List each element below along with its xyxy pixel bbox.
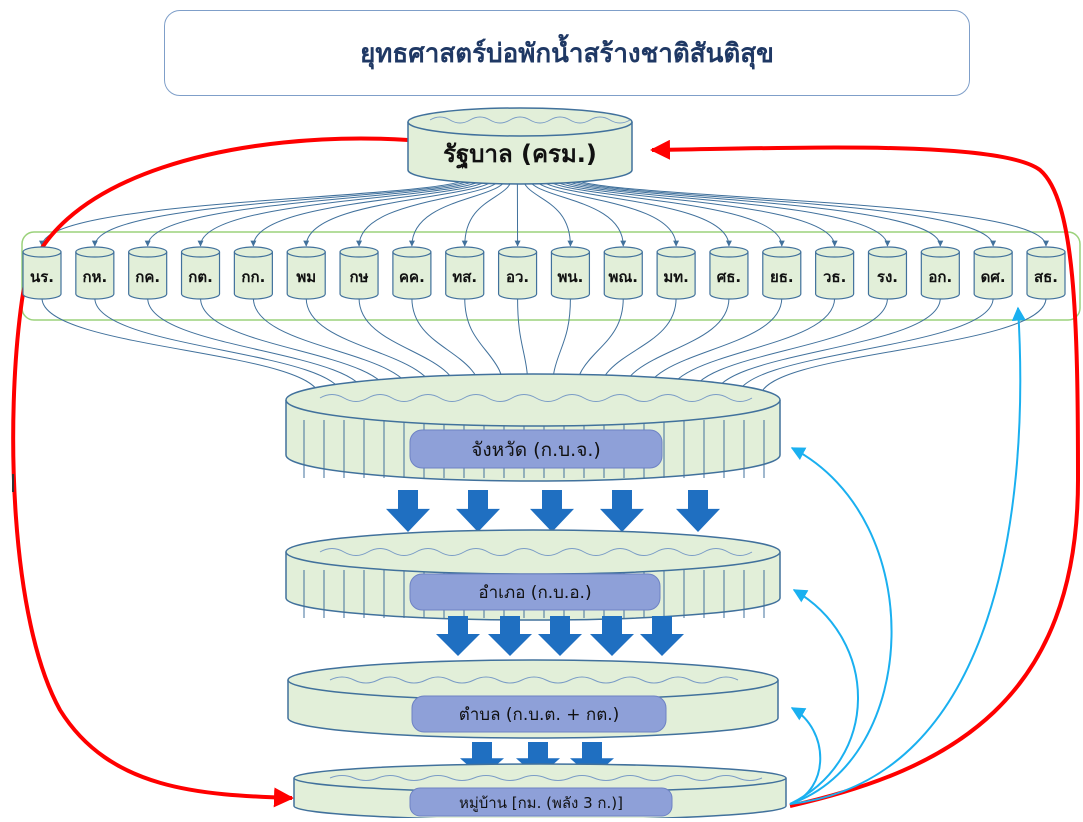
ministry-cylinder: ดศ.: [974, 247, 1012, 299]
gov-to-ministry-arrow: [42, 176, 470, 246]
village-tank: หมู่บ้าน [กม. (พลัง 3 ก.)]: [294, 764, 786, 818]
down-arrow: [488, 616, 532, 656]
ministry-cylinder: พน.: [551, 247, 589, 299]
ministry-to-province-arrow: [737, 298, 993, 398]
ministry-cylinder: ศธ.: [710, 247, 748, 299]
ministry-label: รง.: [877, 268, 898, 286]
ministry-label: ทส.: [452, 268, 477, 286]
down-arrow: [538, 616, 582, 656]
ministry-label: พม: [296, 268, 316, 286]
ministry-label: กก.: [241, 268, 265, 286]
ministry-cylinder: ทส.: [446, 247, 484, 299]
gov-to-ministry-arrows: [42, 176, 1046, 246]
ministry-cylinder: กห.: [76, 247, 114, 299]
ministry-to-province-arrow: [95, 298, 343, 398]
down-arrow: [640, 616, 684, 656]
ministry-label: ดศ.: [981, 268, 1006, 286]
gov-to-ministry-arrow: [412, 176, 507, 246]
ministry-cylinder: กต.: [182, 247, 220, 299]
gov-to-ministry-arrow: [538, 176, 729, 246]
district-label: อำเภอ (ก.บ.อ.): [478, 583, 591, 603]
down-arrow: [590, 616, 634, 656]
ministry-label: สธ.: [1034, 268, 1058, 286]
page-title: ยุทธศาสตร์บ่อพักน้ำสร้างชาติสันติสุข: [360, 33, 774, 74]
ministry-label: พน.: [557, 268, 583, 286]
ministries-row: นร. กห. กค. กต. กก. พม กษ คค. ทส. อว. พน. พณ. มท. ศธ.…: [23, 247, 1065, 299]
down-arrow: [600, 490, 644, 532]
ministry-cylinder: อก.: [921, 247, 959, 299]
government-tank: รัฐบาล (ครม.): [408, 108, 632, 184]
ministry-to-province-arrow: [42, 298, 320, 398]
province-tank: จังหวัด (ก.บ.จ.): [286, 374, 780, 481]
province-label: จังหวัด (ก.บ.จ.): [471, 439, 601, 461]
ministry-cylinder: กษ: [340, 247, 378, 299]
down-arrow: [386, 490, 430, 532]
ministry-cylinder: กค.: [129, 247, 167, 299]
ministry-label: กต.: [188, 268, 213, 286]
down-arrow: [436, 616, 480, 656]
ministry-cylinder: วธ.: [816, 247, 854, 299]
cyan-arrow-to-subdistrict: [790, 708, 820, 804]
ministry-to-province-arrow: [760, 298, 1046, 398]
ministry-cylinder: รง.: [868, 247, 906, 299]
ministry-label: กค.: [135, 268, 160, 286]
subdistrict-tank: ตำบล (ก.บ.ต. + กต.): [288, 660, 778, 738]
ministry-label: วธ.: [823, 268, 846, 286]
district-tank: อำเภอ (ก.บ.อ.): [286, 530, 780, 620]
ministry-cylinder: พม: [287, 247, 325, 299]
ministry-label: นร.: [30, 268, 54, 286]
cyan-arrow-to-province: [790, 448, 892, 804]
ministry-label: อว.: [506, 268, 529, 286]
ministry-label: คค.: [399, 268, 425, 286]
ministry-cylinder: ยธ.: [763, 247, 801, 299]
ministry-label: กห.: [83, 268, 108, 286]
cyan-arrow-to-ministries: [790, 308, 1020, 804]
ministry-to-province-arrow: [714, 298, 941, 398]
down-arrows-district-to-subdistrict: [436, 616, 684, 656]
cyan-arrow-to-district: [790, 590, 858, 804]
down-arrow: [530, 490, 574, 532]
down-arrows-province-to-district: [386, 490, 720, 532]
down-arrow: [676, 490, 720, 532]
ministry-label: ยธ.: [770, 268, 794, 286]
gov-to-ministry-arrow: [570, 176, 1046, 246]
ministry-label: พณ.: [609, 268, 639, 286]
ministry-cylinder: กก.: [234, 247, 272, 299]
ministry-cylinder: คค.: [393, 247, 431, 299]
ministry-cylinder: อว.: [499, 247, 537, 299]
title-box: ยุทธศาสตร์บ่อพักน้ำสร้างชาติสันติสุข: [164, 10, 970, 96]
ministry-label: กษ: [350, 268, 369, 286]
text-cursor: [12, 474, 14, 492]
government-label: รัฐบาล (ครม.): [443, 140, 597, 170]
ministry-cylinder: สธ.: [1027, 247, 1065, 299]
down-arrow: [456, 490, 500, 532]
ministry-label: ศธ.: [717, 268, 741, 286]
gov-to-ministry-arrow: [306, 176, 496, 246]
ministry-cylinder: นร.: [23, 247, 61, 299]
ministry-cylinder: พณ.: [604, 247, 642, 299]
subdistrict-label: ตำบล (ก.บ.ต. + กต.): [459, 705, 620, 725]
ministry-label: อก.: [928, 268, 952, 286]
ministry-cylinder: มท.: [657, 247, 695, 299]
gov-to-ministry-arrow: [565, 176, 993, 246]
village-label: หมู่บ้าน [กม. (พลัง 3 ก.)]: [459, 794, 623, 812]
ministry-label: มท.: [663, 268, 688, 286]
